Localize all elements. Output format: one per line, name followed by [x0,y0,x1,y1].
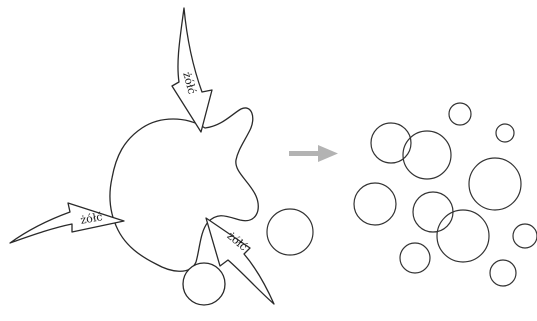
emulsified-droplet [403,131,451,179]
emulsified-droplet [490,260,516,286]
detaching-droplet [183,263,225,305]
emulsified-droplet [496,124,514,142]
transition-arrow [289,145,338,162]
emulsified-droplet [413,192,453,232]
bile-arrow-left [10,203,124,243]
emulsified-droplet [449,103,471,125]
emulsified-droplet [437,210,489,262]
emulsified-droplet [400,243,430,273]
emulsified-droplet [371,123,411,163]
emulsified-droplet [354,183,396,225]
emulsified-droplet [513,224,537,248]
emulsified-droplet [469,158,521,210]
small-droplet [267,209,313,255]
emulsified-droplets [354,103,537,286]
